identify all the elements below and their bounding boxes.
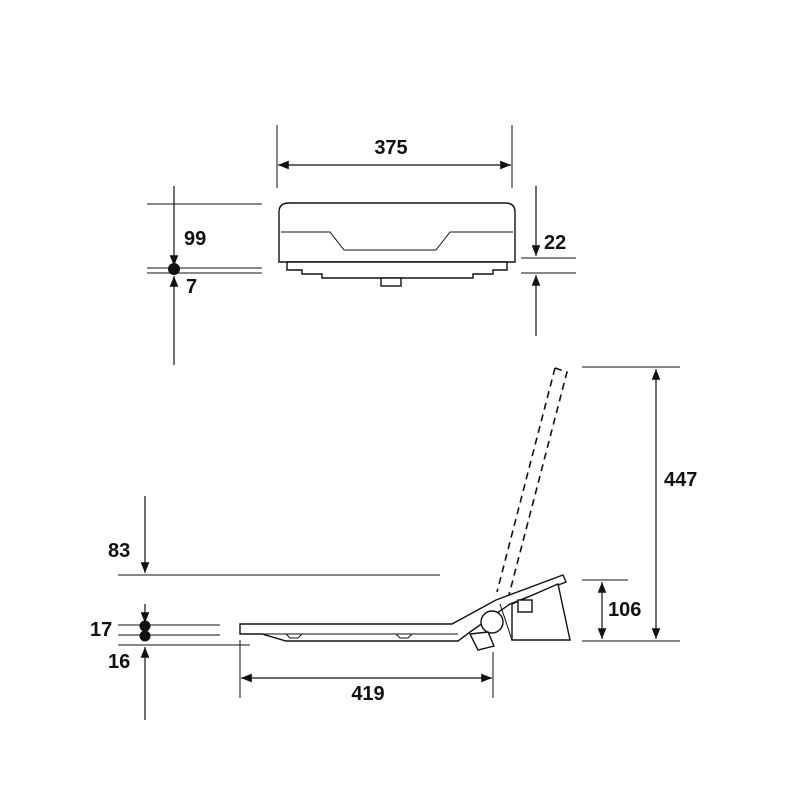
- dim-offset-7: 7: [186, 276, 197, 298]
- hinge-slot: [517, 599, 533, 613]
- raised-lid-dashed: [493, 367, 568, 606]
- lid-outline: [278, 202, 516, 263]
- dim-length-419: 419: [351, 683, 384, 705]
- dim-open-height-447: 447: [664, 469, 697, 491]
- lid-bumper: [380, 277, 402, 287]
- top-view: 375 99 7 22: [147, 125, 576, 365]
- dim-clearance-83: 83: [108, 540, 130, 562]
- dimension-dot: [168, 263, 180, 275]
- dim-hinge-height-106: 106: [608, 599, 641, 621]
- dim-height-99: 99: [184, 228, 206, 250]
- side-view: 447 106 83 17 16 419: [90, 366, 697, 720]
- dim-width-375: 375: [374, 137, 407, 159]
- dim-offset-16: 16: [108, 651, 130, 673]
- dimension-dot: [139, 620, 151, 632]
- hinge-pivot: [480, 610, 504, 634]
- hinge-block: [511, 583, 571, 641]
- dimension-dot: [139, 630, 151, 642]
- lid-base: [286, 261, 508, 279]
- dim-thickness-22: 22: [544, 232, 566, 254]
- dim-thickness-17: 17: [90, 619, 112, 641]
- lid-recess: [281, 231, 513, 251]
